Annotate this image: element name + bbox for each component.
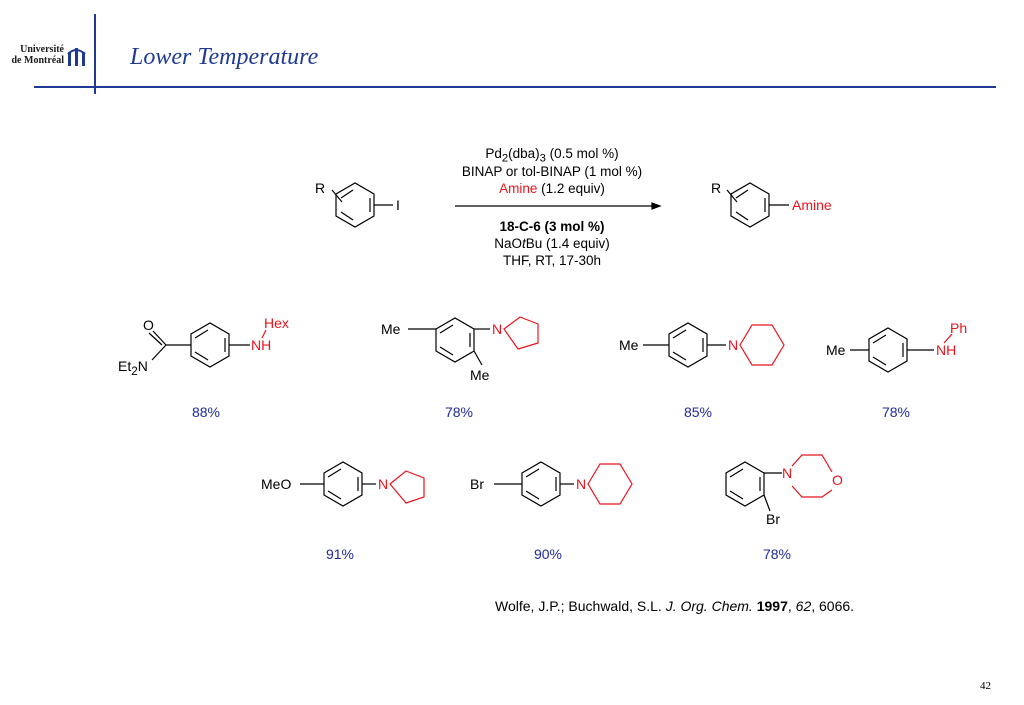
product-substituent-label: R xyxy=(711,180,722,196)
solvent-condition: THF, RT, 17-30h xyxy=(502,253,602,268)
amine-condition: Amine (1.2 equiv) xyxy=(499,181,605,196)
product-7-structure xyxy=(725,454,833,512)
p3-nitrogen-label: N xyxy=(728,337,739,353)
yield-product-4: 78% xyxy=(881,404,911,420)
yield-product-3: 85% xyxy=(683,404,713,420)
p7-bromo-label: Br xyxy=(766,511,780,527)
additive-condition: 18-C-6 (3 mol %) xyxy=(499,219,605,234)
yield-product-2: 78% xyxy=(444,404,474,420)
iodide-label: I xyxy=(396,197,400,213)
page-number: 42 xyxy=(980,680,991,692)
product-amine-label: Amine xyxy=(792,197,832,213)
header-vertical-rule xyxy=(94,14,96,94)
reaction-arrow xyxy=(455,202,662,210)
p5-methoxy-label: MeO xyxy=(261,476,292,492)
starting-material-ring xyxy=(331,182,393,228)
p1-hex-label: Hex xyxy=(264,315,289,331)
substituent-label: R xyxy=(315,180,326,196)
p4-nh-label: NH xyxy=(936,342,957,358)
product-6-structure xyxy=(494,461,633,507)
p3-methyl-label: Me xyxy=(619,337,639,353)
p6-nitrogen-label: N xyxy=(576,476,587,492)
product-3-structure xyxy=(643,322,785,368)
p4-phenyl-label: Ph xyxy=(950,320,968,336)
base-condition: NaOtBu (1.4 equiv) xyxy=(494,236,610,251)
p1-oxygen-label: O xyxy=(143,317,154,333)
yield-product-6: 90% xyxy=(533,546,563,562)
catalyst-condition: Pd2(dba)3 (0.5 mol %) xyxy=(485,146,619,165)
citation: Wolfe, J.P.; Buchwald, S.L. J. Org. Chem… xyxy=(495,598,855,614)
p7-nitrogen-label: N xyxy=(782,465,793,481)
yield-product-7: 78% xyxy=(762,546,792,562)
header-horizontal-rule xyxy=(34,86,996,88)
p7-oxygen-label: O xyxy=(832,472,843,488)
yield-product-1: 88% xyxy=(191,404,221,420)
p2-methyl2-label: Me xyxy=(470,367,490,383)
logo-line-2: de Montréal xyxy=(11,55,65,66)
p5-nitrogen-label: N xyxy=(378,476,389,492)
p2-nitrogen-label: N xyxy=(492,321,503,337)
product-5-structure xyxy=(300,461,425,507)
university-logo-icon xyxy=(67,48,86,66)
p2-methyl-label: Me xyxy=(381,321,401,337)
ligand-condition: BINAP or tol-BINAP (1 mol %) xyxy=(461,164,643,179)
product-1-structure xyxy=(148,322,267,368)
product-2-structure xyxy=(408,316,539,366)
p6-bromo-label: Br xyxy=(470,476,484,492)
logo-line-1: Université xyxy=(20,44,64,55)
slide-title: Lower Temperature xyxy=(130,44,319,70)
p1-et2n-label: Et2N xyxy=(118,358,148,378)
p4-methyl-label: Me xyxy=(826,342,846,358)
yield-product-5: 91% xyxy=(325,546,355,562)
product-ring xyxy=(726,182,789,228)
p1-nh-label: NH xyxy=(251,337,272,353)
product-4-structure xyxy=(850,327,953,373)
university-logo-text: Université de Montréal xyxy=(8,44,65,66)
